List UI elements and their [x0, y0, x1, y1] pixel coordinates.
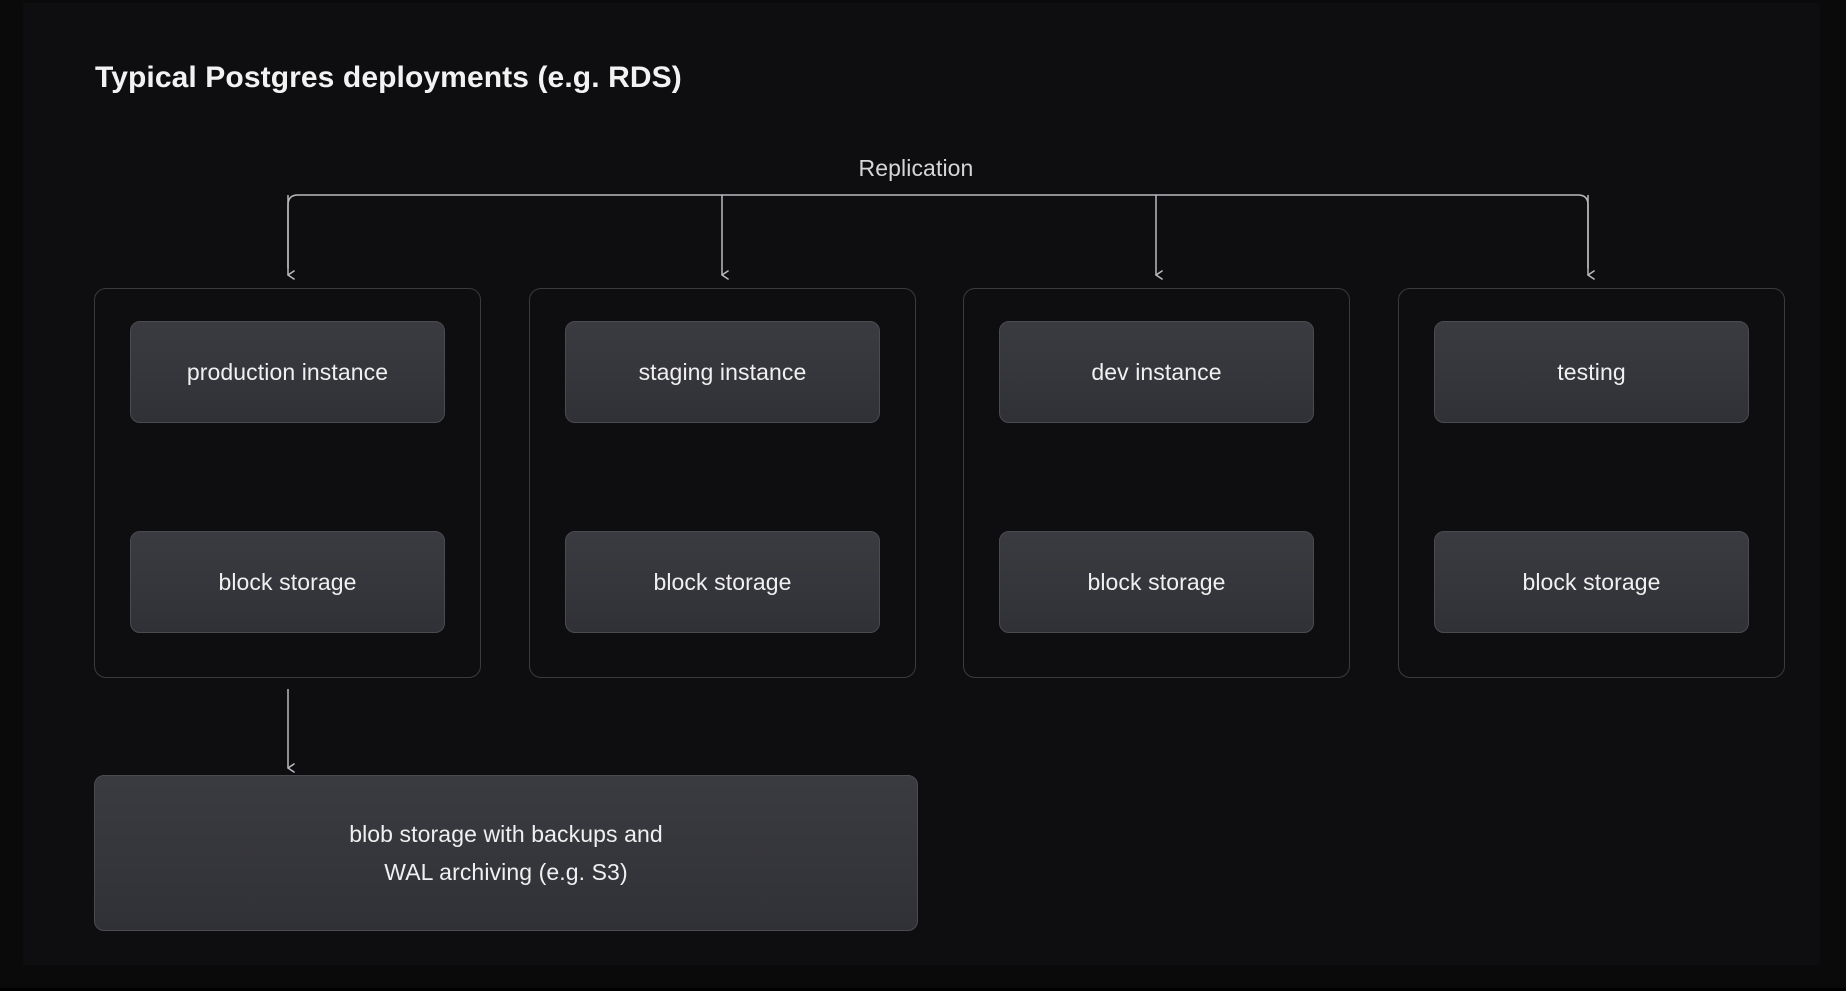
node-block-storage-production[interactable]: block storage	[130, 531, 445, 633]
replication-bus	[287, 194, 1589, 269]
deployment-column-staging[interactable]: staging instance block storage	[529, 288, 916, 678]
blob-storage-line1: blob storage with backups and	[349, 821, 663, 847]
page-title: Typical Postgres deployments (e.g. RDS)	[95, 61, 682, 94]
node-label: staging instance	[638, 358, 807, 385]
replication-label-text: Replication	[858, 155, 974, 181]
node-dev-instance[interactable]: dev instance	[999, 321, 1314, 423]
blob-storage-text: blob storage with backups and WAL archiv…	[349, 815, 663, 891]
node-production-instance[interactable]: production instance	[130, 321, 445, 423]
node-label: block storage	[1522, 568, 1661, 595]
node-block-storage-dev[interactable]: block storage	[999, 531, 1314, 633]
node-label: block storage	[653, 568, 792, 595]
node-label: production instance	[186, 358, 389, 385]
node-label: block storage	[1087, 568, 1226, 595]
deployment-column-production[interactable]: production instance block storage	[94, 288, 481, 678]
node-blob-storage[interactable]: blob storage with backups and WAL archiv…	[94, 775, 918, 931]
node-block-storage-staging[interactable]: block storage	[565, 531, 880, 633]
node-label: block storage	[218, 568, 357, 595]
node-label: dev instance	[1091, 358, 1222, 385]
diagram-card: Typical Postgres deployments (e.g. RDS) …	[23, 3, 1820, 965]
node-block-storage-testing[interactable]: block storage	[1434, 531, 1749, 633]
deployment-column-dev[interactable]: dev instance block storage	[963, 288, 1350, 678]
node-staging-instance[interactable]: staging instance	[565, 321, 880, 423]
node-testing-instance[interactable]: testing	[1434, 321, 1749, 423]
deployment-column-testing[interactable]: testing block storage	[1398, 288, 1785, 678]
node-label: testing	[1557, 358, 1626, 385]
replication-label: Replication	[23, 155, 1846, 182]
blob-storage-line2: WAL archiving (e.g. S3)	[384, 859, 628, 885]
